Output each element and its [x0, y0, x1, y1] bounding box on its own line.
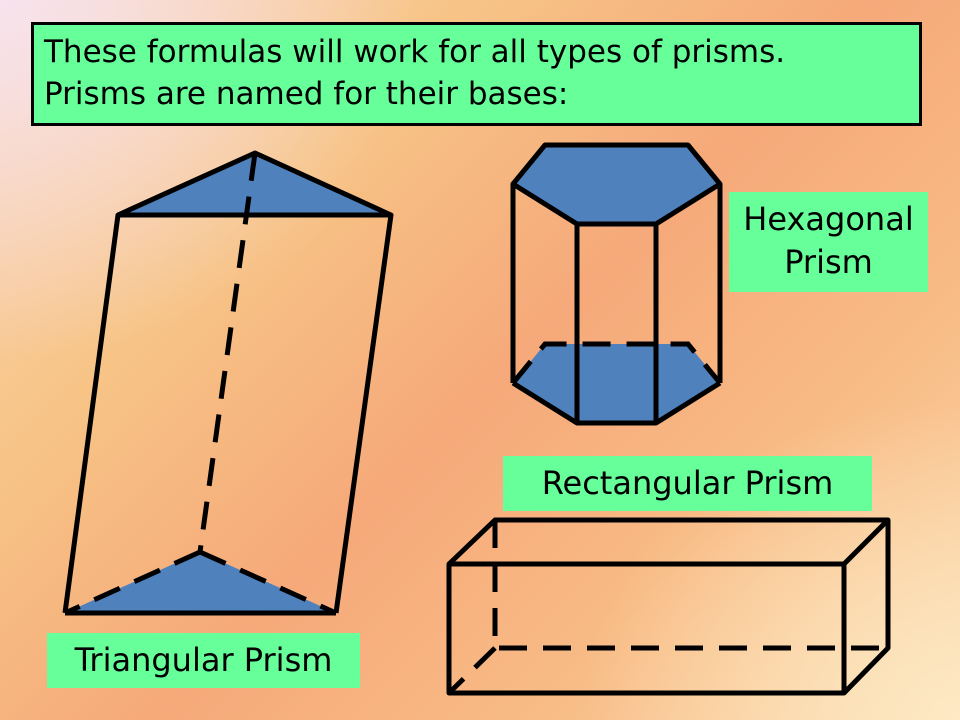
- rectangular-prism: [446, 517, 891, 696]
- rectangular-prism-right-face: [842, 520, 891, 695]
- rectangular-prism-front-face: [446, 561, 847, 696]
- hexagonal-prism-bottom-base: [513, 344, 720, 423]
- hexagonal-prism-label: Hexagonal Prism: [729, 192, 928, 292]
- rectangular-prism-label: Rectangular Prism: [503, 456, 872, 511]
- rectangular-prism-hidden-depth-edge: [447, 646, 497, 695]
- header-line-1: These formulas will work for all types o…: [44, 34, 786, 70]
- triangular-prism-bottom-base: [65, 552, 336, 613]
- header-text-box: These formulas will work for all types o…: [31, 22, 922, 126]
- header-line-2: Prisms are named for their bases:: [44, 76, 569, 112]
- triangular-prism-right-edge: [333, 214, 394, 614]
- triangular-prism-hidden-vertical-edge: [197, 152, 258, 553]
- rectangular-prism-hidden-edges: [492, 520, 888, 651]
- rectangular-prism-top-face: [447, 517, 891, 566]
- hexagonal-prism-top-base: [510, 142, 723, 227]
- hexagonal-prism-label-line-2: Prism: [784, 243, 873, 281]
- hexagonal-prism-label-line-1: Hexagonal: [743, 200, 914, 238]
- triangular-prism: [62, 150, 394, 616]
- triangular-prism-hidden-left-edge: [63, 549, 202, 616]
- hexagonal-prism-bottom-front-edges: [511, 380, 722, 426]
- triangular-prism-hidden-right-edge: [198, 549, 338, 616]
- triangular-prism-label: Triangular Prism: [47, 633, 360, 688]
- triangular-prism-left-edge: [62, 214, 121, 614]
- hexagonal-prism-bottom-hidden-edges: [511, 341, 722, 385]
- triangular-prism-top-base: [115, 150, 394, 218]
- hexagonal-prism: [510, 142, 723, 426]
